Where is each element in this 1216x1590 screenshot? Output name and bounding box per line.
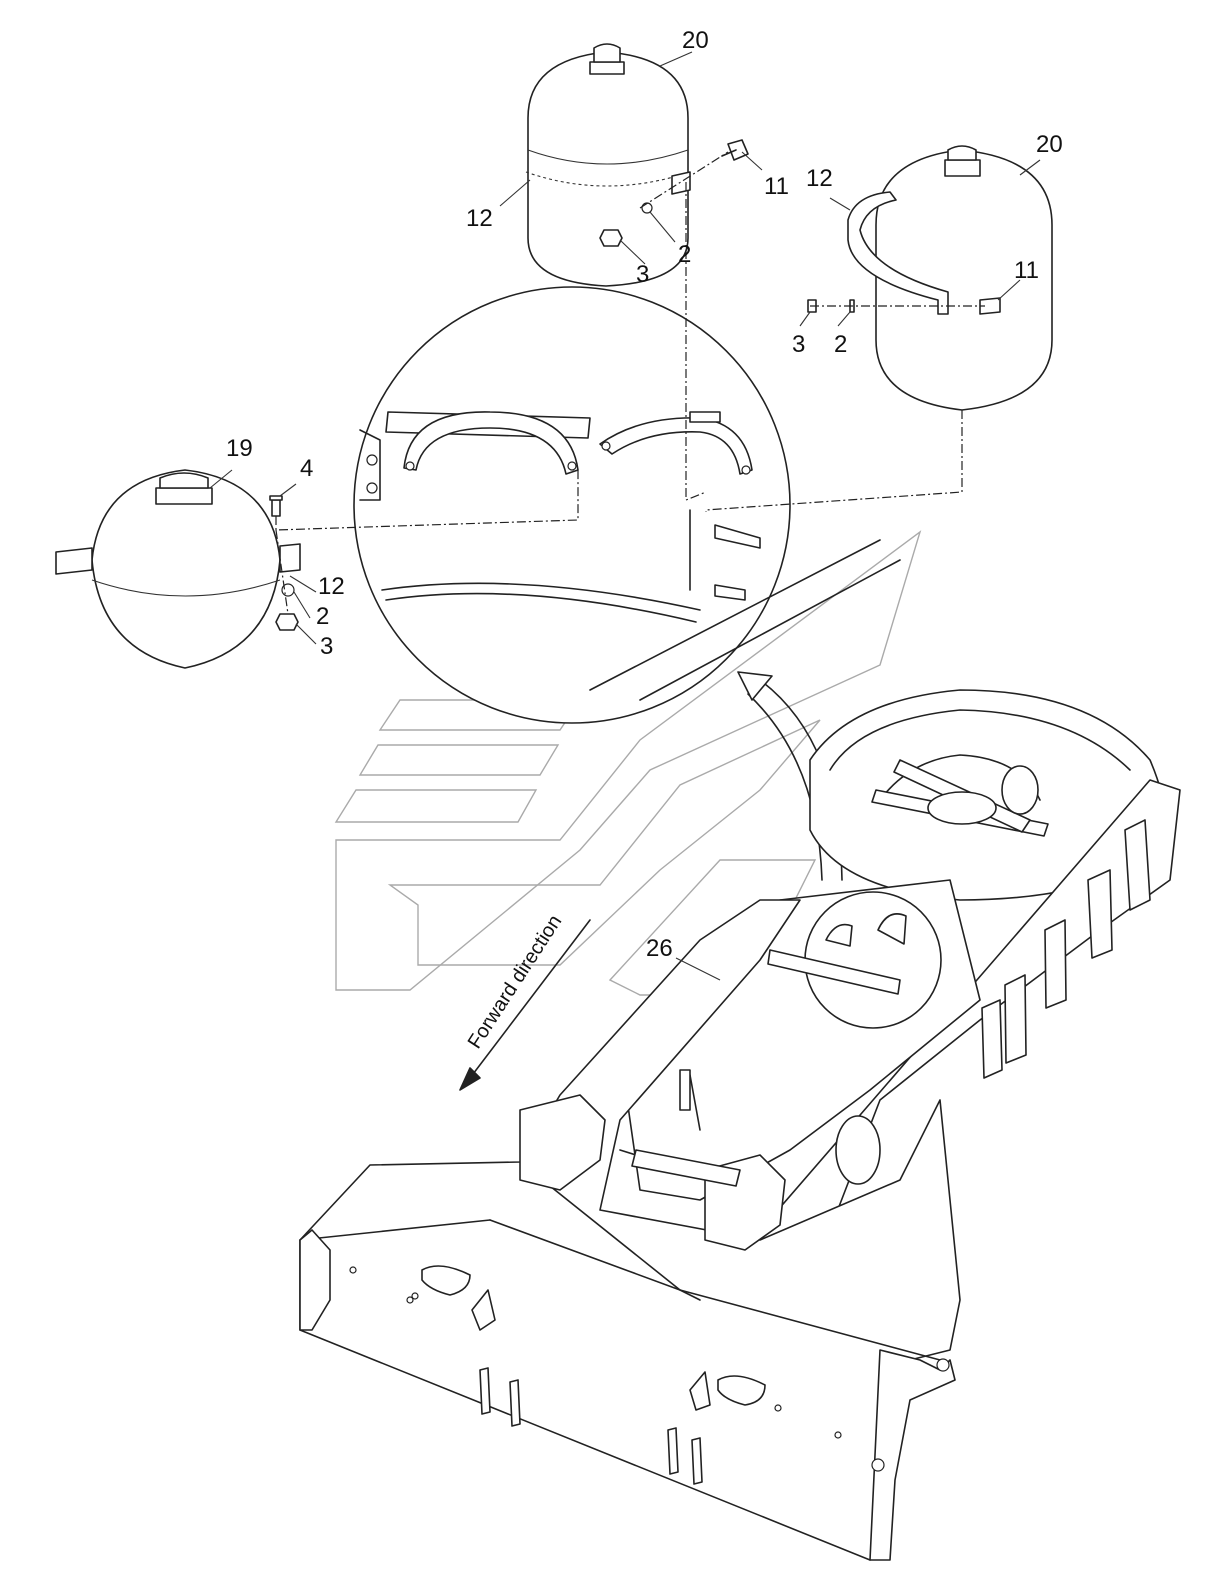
label-left-nut: 3 (320, 633, 333, 660)
label-left-tank: 19 (226, 435, 253, 462)
label-left-washer: 2 (316, 603, 329, 630)
detail-view-circle (353, 286, 791, 724)
label-right-washer: 2 (834, 331, 847, 358)
label-right-tank: 20 (1036, 131, 1063, 158)
label-top-nut: 3 (636, 261, 649, 288)
leader-lines (209, 51, 1041, 981)
label-left-band: 12 (318, 573, 345, 600)
assembly-lines (275, 151, 985, 615)
label-right-nut: 3 (792, 331, 805, 358)
label-frame: 26 (646, 935, 673, 962)
label-left-bolt: 4 (300, 455, 313, 482)
part-labels: 20 12 11 2 3 20 12 11 2 3 19 4 12 2 3 26 (226, 27, 1063, 962)
accumulator-tank-left (55, 469, 301, 669)
label-top-washer: 2 (678, 241, 691, 268)
label-top-band: 12 (466, 205, 493, 232)
label-top-bolt: 11 (764, 173, 789, 200)
forward-direction-indicator: Forward direction (459, 911, 591, 1091)
label-top-tank: 20 (682, 27, 709, 54)
label-right-bolt: 11 (1014, 257, 1039, 284)
chassis-frame (299, 689, 1181, 1561)
accumulator-tank-right (807, 145, 1053, 411)
label-right-band: 12 (806, 165, 833, 192)
accumulator-tank-top (525, 43, 749, 287)
